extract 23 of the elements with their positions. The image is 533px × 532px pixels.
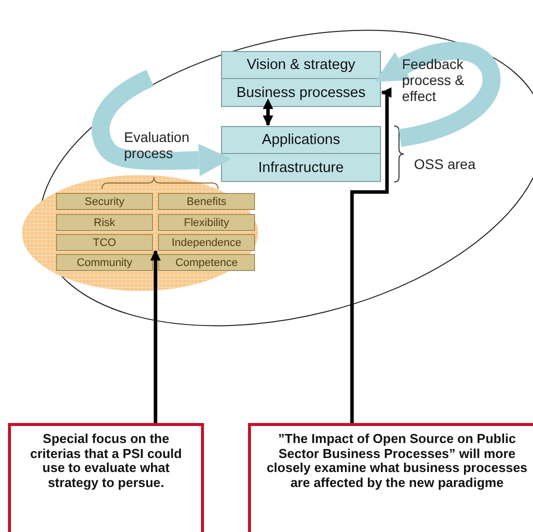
edge-label: Feedback process & effect	[402, 56, 466, 104]
strategy-box: Vision & strategy	[221, 51, 381, 79]
arrow	[150, 250, 161, 423]
edge-label: Evaluation process	[124, 129, 190, 162]
layer-box: Applications	[221, 126, 381, 154]
criteria-cell: Competence	[158, 254, 255, 271]
criteria-cell: Risk	[56, 214, 153, 231]
area-label: OSS area	[414, 156, 476, 172]
arrow	[350, 87, 392, 423]
criteria-ellipse	[22, 175, 258, 291]
layer-box: Infrastructure	[221, 153, 381, 182]
arrow	[262, 98, 274, 126]
process-box: Business processes	[221, 78, 381, 107]
curved-arrow	[92, 70, 232, 176]
criteria-cell: Security	[56, 193, 153, 210]
criteria-cell: Independence	[158, 234, 255, 251]
criteria-cell: Benefits	[158, 193, 255, 210]
note-box: Special focus on the criterias that a PSI could use to evaluate what strategy to persue.	[8, 423, 204, 532]
curved-arrow	[374, 42, 500, 147]
criteria-cell: Community	[56, 254, 153, 271]
criteria-cell: TCO	[56, 234, 153, 251]
criteria-cell: Flexibility	[158, 214, 255, 231]
note-box: ”The Impact of Open Source on Public Sector Business Processes” will more closely examine what business processes are affected by the new paradigme	[248, 423, 533, 532]
